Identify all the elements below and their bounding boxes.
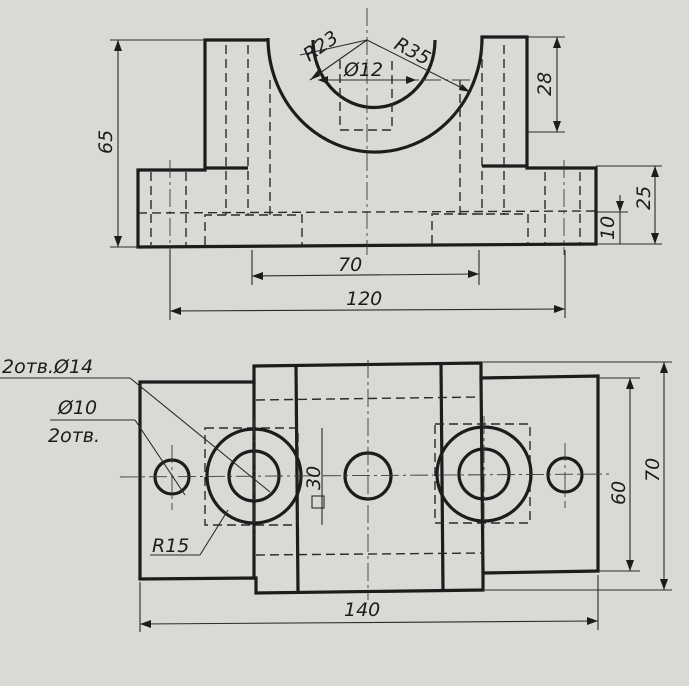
r35-arrow bbox=[459, 84, 470, 92]
top-bore-edge bbox=[294, 365, 300, 593]
hidden-counterbore-right bbox=[431, 213, 529, 244]
dim10-arrow bbox=[616, 201, 624, 212]
front-view: R23 R35 Ø12 28 65 25 10 70 120 bbox=[95, 8, 662, 320]
top-center-line bbox=[119, 473, 611, 478]
dim70v-arrow bbox=[660, 579, 668, 590]
hidden-line bbox=[255, 396, 482, 401]
dim-120: 120 bbox=[346, 288, 382, 310]
dim-holes-d14: 2отв.Ø14 bbox=[2, 356, 93, 378]
dim65-arrow bbox=[114, 40, 122, 51]
r-top-leader bbox=[299, 39, 368, 56]
dim28-arrow bbox=[553, 121, 561, 132]
r15-leader bbox=[199, 509, 229, 556]
dim-25: 25 bbox=[633, 186, 655, 210]
front-view-outline bbox=[136, 35, 598, 249]
dim-holes-count: 2отв. bbox=[48, 425, 100, 447]
dim120-line bbox=[169, 308, 566, 312]
dim25-arrow bbox=[651, 166, 659, 177]
dim-square30: 30 bbox=[303, 466, 325, 490]
front-view-bore bbox=[311, 39, 437, 110]
dim-70: 70 bbox=[338, 254, 362, 276]
dim-r23: R23 bbox=[299, 27, 342, 66]
dim140-arrow bbox=[140, 620, 151, 628]
hidden-line bbox=[255, 552, 484, 556]
dim-28: 28 bbox=[534, 72, 556, 96]
top-bore-edge bbox=[439, 363, 445, 591]
dim60-arrow bbox=[626, 378, 634, 389]
dim140-arrow bbox=[587, 617, 598, 625]
d10-leader bbox=[134, 419, 186, 496]
dim140-line bbox=[139, 620, 599, 625]
top-boss-edge bbox=[479, 377, 485, 574]
square-symbol bbox=[311, 495, 325, 509]
dim70-arrow bbox=[468, 270, 479, 278]
dim28-arrow bbox=[553, 37, 561, 48]
dim65-arrow bbox=[114, 236, 122, 247]
dim-r35: R35 bbox=[391, 33, 434, 70]
hidden-counterbore-left bbox=[204, 214, 303, 245]
dim-140: 140 bbox=[344, 599, 380, 621]
dim70v-arrow bbox=[660, 362, 668, 373]
dim-d12: Ø12 bbox=[343, 59, 383, 81]
dim-60: 60 bbox=[608, 481, 630, 505]
dim-65: 65 bbox=[95, 130, 117, 154]
dim120-arrow bbox=[554, 305, 565, 313]
r35-leader bbox=[366, 39, 471, 93]
dim60-arrow bbox=[626, 560, 634, 571]
hidden-hole-12 bbox=[339, 60, 393, 131]
dim70-arrow bbox=[252, 272, 263, 280]
dim-r15: R15 bbox=[152, 535, 189, 557]
dim70-line bbox=[251, 273, 480, 277]
holes-d14-leader bbox=[129, 377, 271, 493]
dim-d10: Ø10 bbox=[57, 397, 97, 419]
r23-arrow bbox=[310, 70, 320, 80]
dim25-arrow bbox=[651, 233, 659, 244]
dim120-arrow bbox=[170, 307, 181, 315]
d12-arrow bbox=[318, 76, 328, 84]
d12-arrow bbox=[406, 76, 416, 84]
dim-10: 10 bbox=[597, 216, 619, 240]
dim-70v: 70 bbox=[642, 458, 664, 482]
top-view: 2отв.Ø14 Ø10 2отв. 30 R15 60 70 140 bbox=[0, 356, 672, 632]
r23-leader bbox=[309, 39, 368, 81]
